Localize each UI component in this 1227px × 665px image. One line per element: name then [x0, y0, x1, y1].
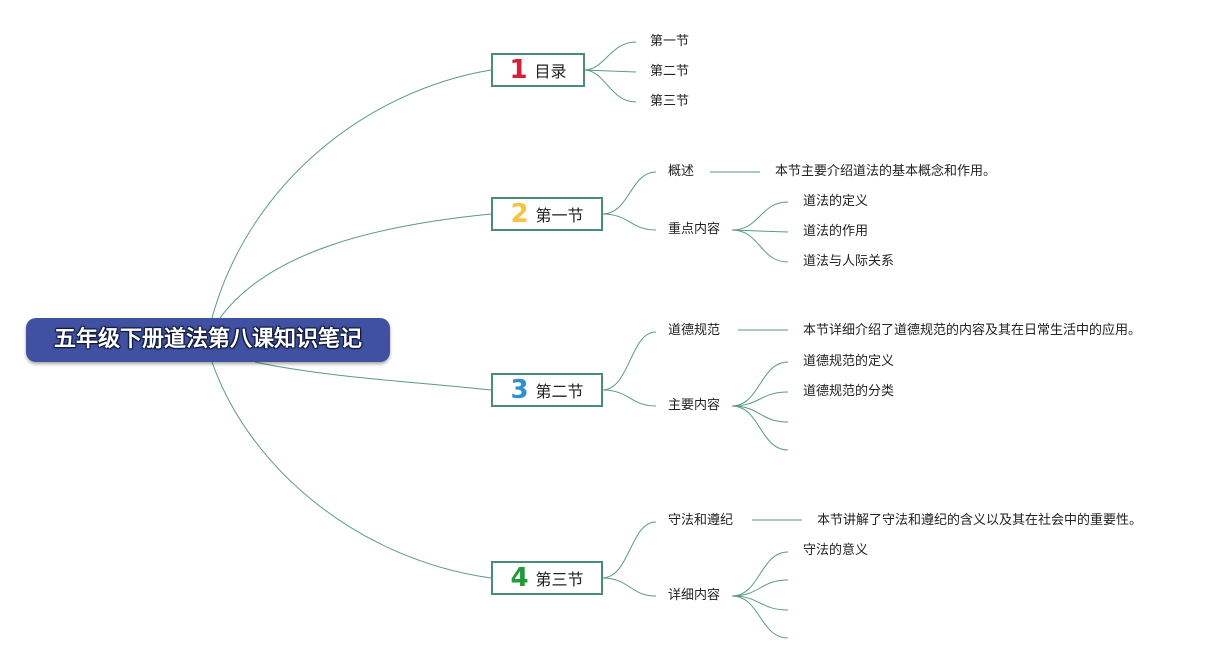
branch-2-label: 第一节 — [535, 206, 584, 225]
branch-1-node[interactable]: 1 目录 — [491, 53, 585, 87]
branch-4-detail-1[interactable]: 守法的意义 — [803, 543, 869, 558]
branch-2-detail-2[interactable]: 道法的作用 — [803, 224, 869, 239]
branch-3-overview-text[interactable]: 本节详细介绍了道德规范的内容及其在日常生活中的应用。 — [803, 323, 1142, 338]
branch-2-detail-label[interactable]: 重点内容 — [668, 222, 721, 237]
branch-4-overview-text[interactable]: 本节讲解了守法和遵纪的含义以及其在社会中的重要性。 — [817, 513, 1143, 528]
branch-1-child-2[interactable]: 第二节 — [650, 64, 690, 79]
branch-3-detail-2[interactable]: 道德规范的分类 — [803, 384, 895, 399]
branch-2-overview-text[interactable]: 本节主要介绍道法的基本概念和作用。 — [775, 164, 997, 179]
branch-3-overview-label[interactable]: 道德规范 — [668, 323, 721, 338]
branch-1-number: 1 — [509, 55, 528, 85]
root-title: 五年级下册道法第八课知识笔记 — [53, 327, 362, 352]
branch-4-overview-label[interactable]: 守法和遵纪 — [668, 513, 734, 528]
branch-2-node[interactable]: 2 第一节 — [491, 197, 603, 231]
branch-1-child-3[interactable]: 第三节 — [650, 94, 690, 109]
branch-4-number: 4 — [510, 563, 529, 593]
branch-3-detail-label[interactable]: 主要内容 — [668, 398, 721, 413]
branch-2-number: 2 — [510, 199, 529, 229]
branch-2-detail-1[interactable]: 道法的定义 — [803, 194, 869, 209]
branch-1-label: 目录 — [534, 62, 567, 81]
branch-3-label: 第二节 — [535, 382, 584, 401]
branch-4-node[interactable]: 4 第三节 — [491, 561, 603, 595]
branch-3-number: 3 — [510, 375, 529, 405]
branch-2-detail-3[interactable]: 道法与人际关系 — [803, 254, 895, 269]
branch-4-detail-label[interactable]: 详细内容 — [668, 588, 721, 603]
branch-2-overview-label[interactable]: 概述 — [668, 164, 695, 179]
branch-3-node[interactable]: 3 第二节 — [491, 373, 603, 407]
branch-4-label: 第三节 — [535, 570, 584, 589]
branch-1-child-1[interactable]: 第一节 — [650, 34, 690, 49]
root-topic[interactable]: 五年级下册道法第八课知识笔记 — [26, 318, 390, 362]
branch-3-detail-1[interactable]: 道德规范的定义 — [803, 354, 895, 369]
